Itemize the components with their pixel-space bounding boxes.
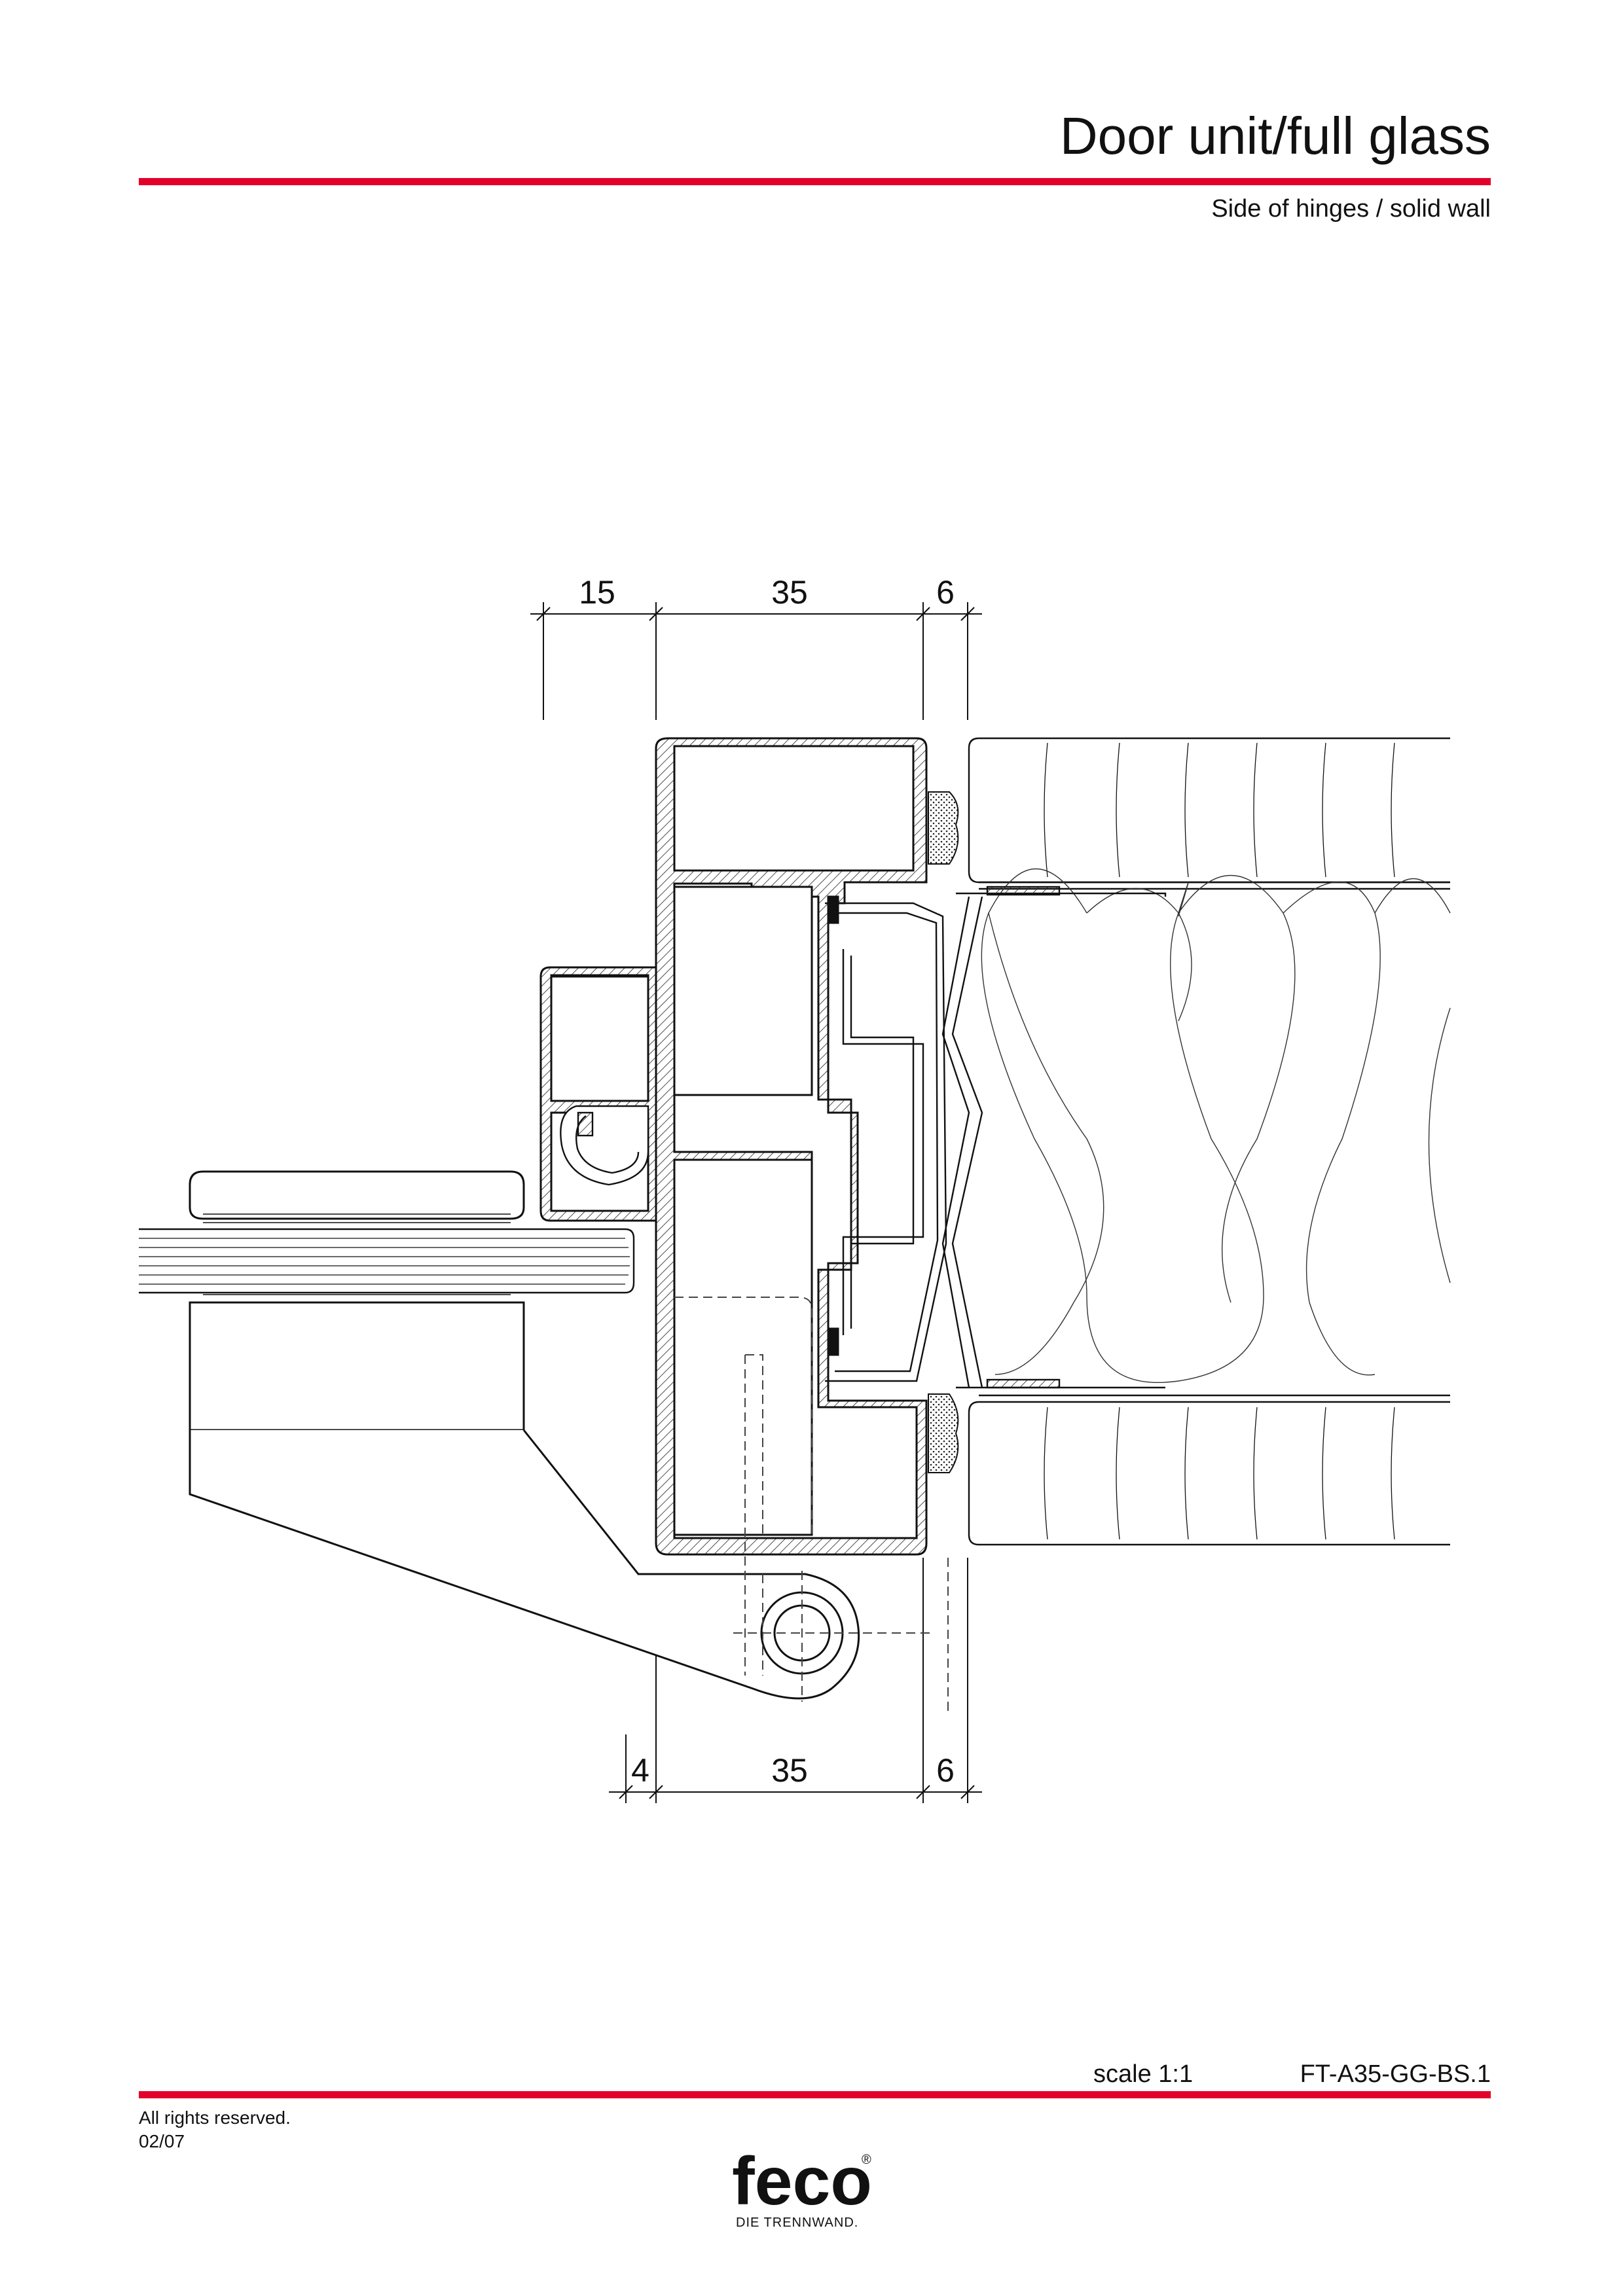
page-subtitle: Side of hinges / solid wall: [1211, 195, 1491, 223]
svg-text:DIE TRENNWAND.: DIE TRENNWAND.: [736, 2215, 858, 2230]
hidden-lines: [674, 1297, 949, 1715]
dim-top-2: 35: [771, 574, 808, 611]
dim-bottom-3: 6: [936, 1752, 955, 1789]
rights-notice: All rights reserved.: [139, 2108, 291, 2128]
dim-top-1: 15: [579, 574, 615, 611]
hinge: [189, 1170, 860, 1700]
date-label: 02/07: [139, 2131, 185, 2151]
dim-top-3: 6: [936, 574, 955, 611]
dimension-bottom: [609, 1558, 982, 1803]
feco-logo: feco ® DIE TRENNWAND.: [732, 2144, 872, 2230]
insulation: [981, 868, 1451, 1384]
page-title: Door unit/full glass: [1059, 107, 1491, 165]
clip-profile: [825, 886, 1167, 1389]
document-id: FT-A35-GG-BS.1: [1300, 2060, 1491, 2088]
dimension-top: [530, 602, 982, 720]
door-frame: [539, 737, 928, 1556]
scale-label: scale 1:1: [1093, 2060, 1194, 2088]
seal-top: [928, 791, 959, 865]
dim-bottom-1: 4: [631, 1752, 649, 1789]
svg-text:feco: feco: [732, 2144, 872, 2219]
glass-pane: [139, 1228, 635, 1294]
gasket-left: [560, 1105, 649, 1186]
dim-bottom-2: 35: [771, 1752, 808, 1789]
wall-panel-bottom: [968, 1394, 1450, 1546]
header-rule: [139, 178, 1491, 185]
footer-rule: [139, 2091, 1491, 2098]
wall-panel-top: [968, 737, 1450, 890]
svg-text:®: ®: [862, 2153, 871, 2167]
seal-bottom: [928, 1393, 959, 1473]
